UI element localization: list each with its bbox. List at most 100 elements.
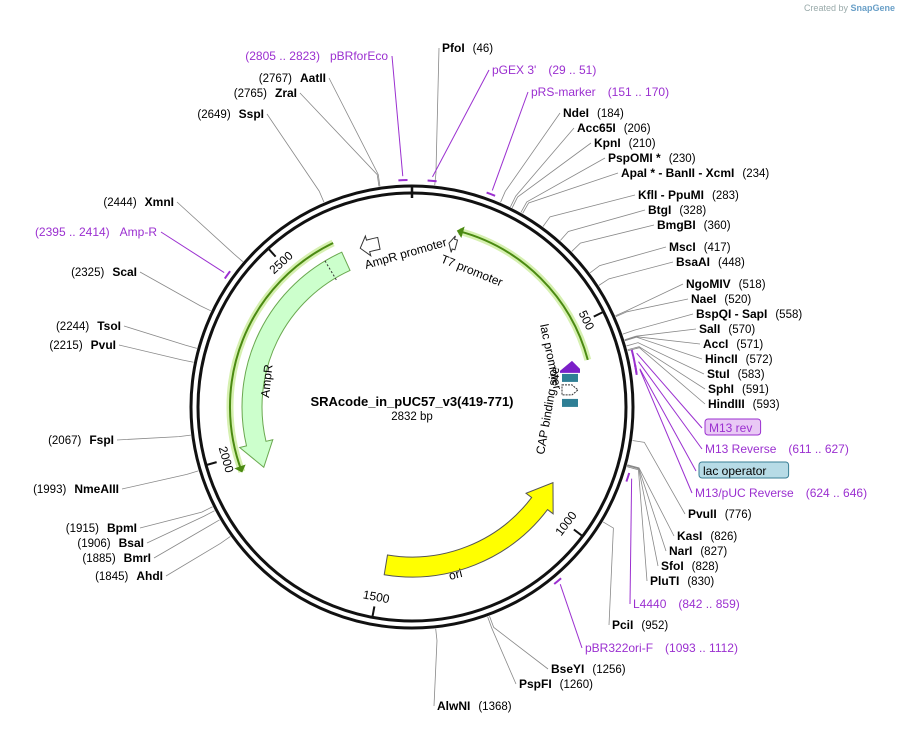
site-label: NaeI(520): [691, 292, 751, 306]
site-label: HindIII(593): [708, 397, 780, 411]
tick-mark: [267, 247, 277, 258]
site-label: KasI(826): [677, 529, 737, 543]
primer-range: (842 .. 859): [678, 597, 739, 611]
site-name: BpmI: [107, 521, 137, 535]
site-label: AlwNI (1368): [437, 699, 512, 713]
primer-name: pGEX 3': [492, 63, 536, 77]
cap-site-marker: [561, 398, 578, 407]
site-name: BmgBI: [657, 218, 696, 232]
site-leader: [139, 506, 213, 529]
site-name: ApaI * - BanII - XcmI: [621, 166, 734, 180]
primer-leader: [160, 231, 225, 273]
site-leader: [627, 346, 706, 390]
site-position: (360): [704, 220, 731, 232]
site-name: AccI: [703, 337, 728, 351]
site-leader: [487, 616, 517, 685]
site-label: BseYI(1256): [551, 662, 626, 676]
primer-arc: [553, 577, 562, 585]
primer-label: M13 rev: [709, 421, 752, 435]
ampr-label: AmpR: [258, 363, 275, 398]
site-leader: [510, 127, 575, 208]
site-label: SphI(591): [708, 382, 769, 396]
site-name: BseYI: [551, 662, 584, 676]
primer-range: (611 .. 627): [788, 442, 848, 456]
site-label: AccI(571): [703, 337, 763, 351]
site-name: SalI: [699, 322, 720, 336]
site-position: (828): [692, 561, 719, 573]
site-name: StuI: [707, 367, 730, 381]
primer-range: (2805 .. 2823): [245, 49, 320, 63]
site-leader: [602, 521, 614, 626]
site-name: PspFI: [519, 677, 552, 691]
site-leader: [615, 283, 684, 317]
site-label: (1993)NmeAIII: [33, 482, 119, 496]
primer-leader: [559, 584, 583, 649]
site-leader: [598, 261, 674, 286]
site-position: (1915): [66, 523, 99, 535]
site-name: XmnI: [145, 195, 174, 209]
ampr-divider: [323, 258, 337, 281]
site-position: (1993): [33, 484, 66, 496]
site-leader: [176, 201, 244, 262]
tick-mark: [573, 528, 584, 537]
site-leader: [522, 172, 619, 214]
site-leader: [627, 347, 706, 405]
primer-name: Amp-R: [120, 225, 158, 239]
site-name: Acc65I: [577, 121, 616, 135]
credit-prefix: Created by: [803, 3, 848, 13]
site-leader: [571, 224, 655, 252]
primer-name: L4440: [633, 597, 667, 611]
site-position: (776): [725, 509, 752, 521]
site-name: AlwNI: [437, 699, 470, 713]
primer-range: (29 .. 51): [548, 63, 596, 77]
snapgene-credit: Created by SnapGene: [804, 3, 895, 13]
lac-promoter-marker: [561, 384, 579, 396]
tick-label: 1000: [552, 508, 579, 538]
site-position: (2649): [197, 109, 230, 121]
site-label: PfoI(46): [442, 41, 493, 55]
t7-promoter-arrow: [448, 235, 459, 253]
tick-mark: [593, 310, 605, 318]
primer-name: M13/pUC Reverse: [695, 486, 794, 500]
primer-label: M13 Reverse (611 .. 627): [705, 442, 849, 456]
primer-leader: [432, 69, 490, 178]
site-position: (448): [718, 257, 745, 269]
site-position: (1260): [560, 679, 593, 691]
site-leader: [627, 465, 659, 567]
site-label: (2325)ScaI: [71, 265, 137, 279]
site-label: KflI - PpuMI(283): [638, 188, 739, 202]
site-position: (283): [712, 190, 739, 202]
primer-range: (151 .. 170): [608, 85, 669, 99]
lac-operator-marker: [561, 373, 578, 382]
primer-leader: [629, 478, 633, 605]
site-position: (2325): [71, 267, 104, 279]
site-name: KasI: [677, 529, 702, 543]
site-leader: [520, 157, 606, 213]
site-label: NarI(827): [669, 544, 727, 558]
site-name: NaeI: [691, 292, 716, 306]
site-position: (1368): [478, 701, 511, 713]
site-label: KpnI(210): [594, 136, 656, 150]
site-name: SfoI: [661, 559, 684, 573]
site-label: PciI(952): [612, 618, 668, 632]
site-label: (1915) BpmI: [66, 521, 137, 535]
site-name: FspI: [89, 433, 114, 447]
primer-arc: [223, 270, 231, 280]
ampr-arrow: [238, 251, 351, 469]
site-leader: [121, 470, 199, 490]
primer-name: M13 Reverse: [705, 442, 777, 456]
primer-label: L4440 (842 .. 859): [633, 597, 740, 611]
snapgene-logo: SnapGene: [850, 3, 895, 13]
site-leader: [589, 246, 667, 274]
site-label: (2444)XmnI: [103, 195, 174, 209]
site-leader: [433, 628, 438, 707]
t7-promoter-label: T7 promoter: [439, 252, 505, 289]
site-label: (2649)SspI: [197, 107, 264, 121]
site-leader: [632, 440, 686, 515]
site-leader: [434, 47, 440, 186]
primer-leader: [638, 361, 703, 450]
site-position: (2767): [259, 73, 292, 85]
primer-name: pRS-marker: [531, 85, 596, 99]
primer-name: pBRforEco: [330, 49, 388, 63]
primer-arc: [634, 365, 638, 376]
